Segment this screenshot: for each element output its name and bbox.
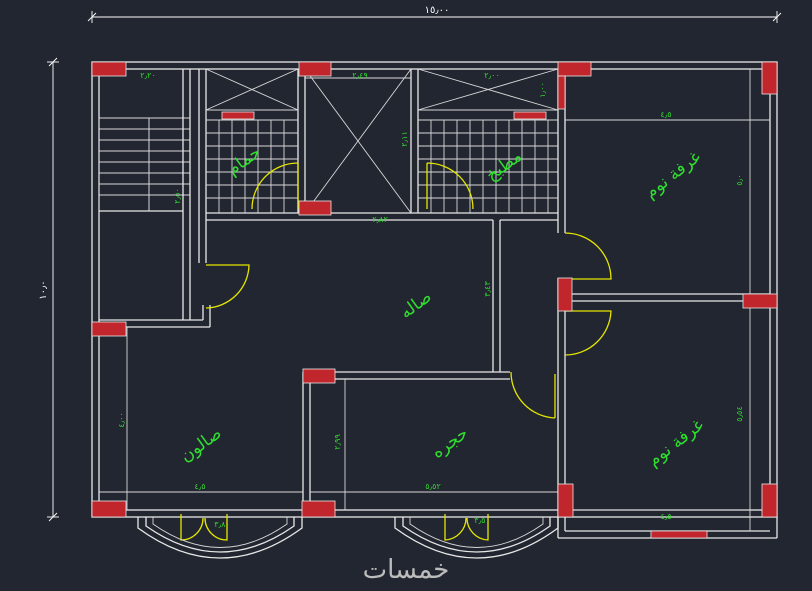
dim-label: ٣٫٥٠ bbox=[474, 516, 490, 525]
room-label-room: حجره bbox=[428, 423, 472, 463]
room-label-salon: صالون bbox=[177, 423, 226, 466]
dim-label: ٥٫٠ bbox=[735, 174, 744, 185]
columns bbox=[91, 61, 778, 539]
dim-label: ٢٫٩٩ bbox=[333, 434, 342, 450]
dim-label: ٢٫١١ bbox=[400, 131, 409, 147]
room-label-kitchen: مطبخ bbox=[482, 146, 525, 185]
doors bbox=[180, 162, 612, 541]
dimension-labels: ٢٫٢٠ ٢٫٤٩ ٢٫٠٠ ١٫٠٠ ٤٫٥ ٥٫٠ ٢٫٨٢ ٢٫١١ ٣٫… bbox=[117, 71, 744, 529]
staircase bbox=[98, 69, 191, 320]
dim-label: ٢٫٤٩ bbox=[352, 71, 368, 80]
overall-width-label: ١٥٫٠٠ bbox=[425, 5, 450, 16]
dim-label: ٢٫٥٠ bbox=[173, 188, 182, 204]
dim-label: ٥٫٥٢ bbox=[425, 482, 441, 491]
kitchen-tile-grid bbox=[418, 119, 558, 213]
dim-label: ٤٫٥ bbox=[194, 482, 205, 491]
overall-width-dimension bbox=[87, 11, 782, 23]
watermark-logo: خمسات bbox=[363, 555, 450, 585]
dim-label: ٤٫٥ bbox=[660, 110, 671, 119]
room-label-bedroom-top: غرفة نوم bbox=[641, 147, 705, 203]
overall-height-label: ١٠٫٠ bbox=[38, 280, 49, 299]
overall-height-dimension bbox=[47, 57, 59, 522]
dim-label: ٤٫٥ bbox=[660, 512, 671, 521]
exterior-walls bbox=[91, 61, 778, 539]
room-labels: حمام مطبخ غرفة نوم صاله صالون حجره غرفة … bbox=[177, 142, 708, 471]
room-label-hall: صاله bbox=[396, 287, 435, 323]
interior-walls bbox=[99, 69, 770, 531]
dim-label: ٢٫٠٠ bbox=[484, 71, 500, 80]
dim-label: ٢٫٨٢ bbox=[372, 215, 388, 224]
dim-label: ٤٫٠٠ bbox=[117, 412, 126, 428]
dim-label: ٥٫٥٤ bbox=[735, 406, 744, 422]
room-label-bedroom-bottom: غرفة نوم bbox=[644, 415, 708, 471]
dim-label: ١٫٠٠ bbox=[538, 82, 547, 98]
dim-label: ٢٫٢٠ bbox=[140, 71, 156, 80]
balconies bbox=[137, 517, 559, 559]
dim-label: ٣٫٨٠ bbox=[214, 520, 230, 529]
light-shaft bbox=[205, 68, 559, 214]
dim-label: ٣٫٤٣ bbox=[483, 281, 492, 297]
bath-tile-grid bbox=[206, 119, 298, 213]
